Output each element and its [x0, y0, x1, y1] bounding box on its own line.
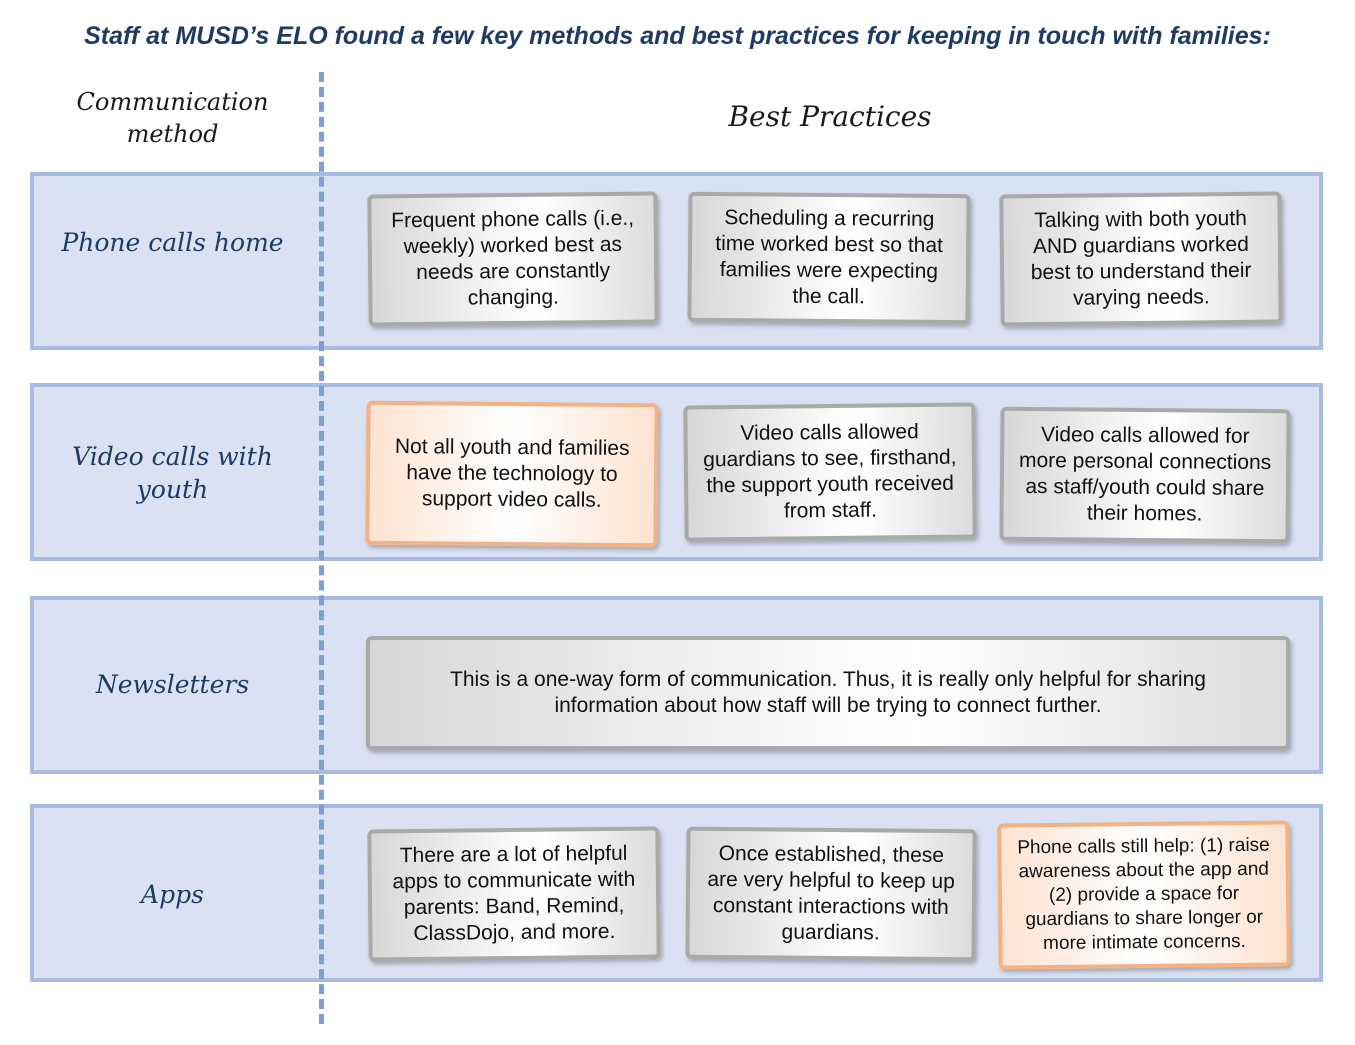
practice-card: Video calls allowed for more personal co…	[999, 406, 1291, 544]
method-label-apps: Apps	[141, 880, 204, 909]
best-practices-header: Best Practices	[728, 100, 932, 133]
method-label-phone-calls: Phone calls home	[61, 228, 284, 257]
page-title: Staff at MUSD’s ELO found a few key meth…	[84, 22, 1271, 50]
practice-card: Scheduling a recurring time worked best …	[687, 191, 971, 325]
practice-card: Once established, these are very helpful…	[685, 826, 977, 962]
communication-method-header: Communication method	[76, 88, 269, 148]
method-label-newsletters: Newsletters	[95, 670, 250, 699]
caution-card: Not all youth and families have the tech…	[365, 400, 659, 548]
practice-card: Frequent phone calls (i.e., weekly) work…	[367, 191, 659, 327]
practice-card: There are a lot of helpful apps to commu…	[367, 826, 661, 962]
method-label-video-calls: Video calls with youth	[72, 442, 273, 504]
practice-card-wide: This is a one-way form of communication.…	[366, 636, 1290, 750]
practice-card: Talking with both youth AND guardians wo…	[999, 191, 1283, 327]
practice-card: Video calls allowed guardians to see, fi…	[683, 402, 977, 542]
column-divider	[319, 72, 324, 1024]
caution-card: Phone calls still help: (1) raise awaren…	[997, 820, 1291, 970]
